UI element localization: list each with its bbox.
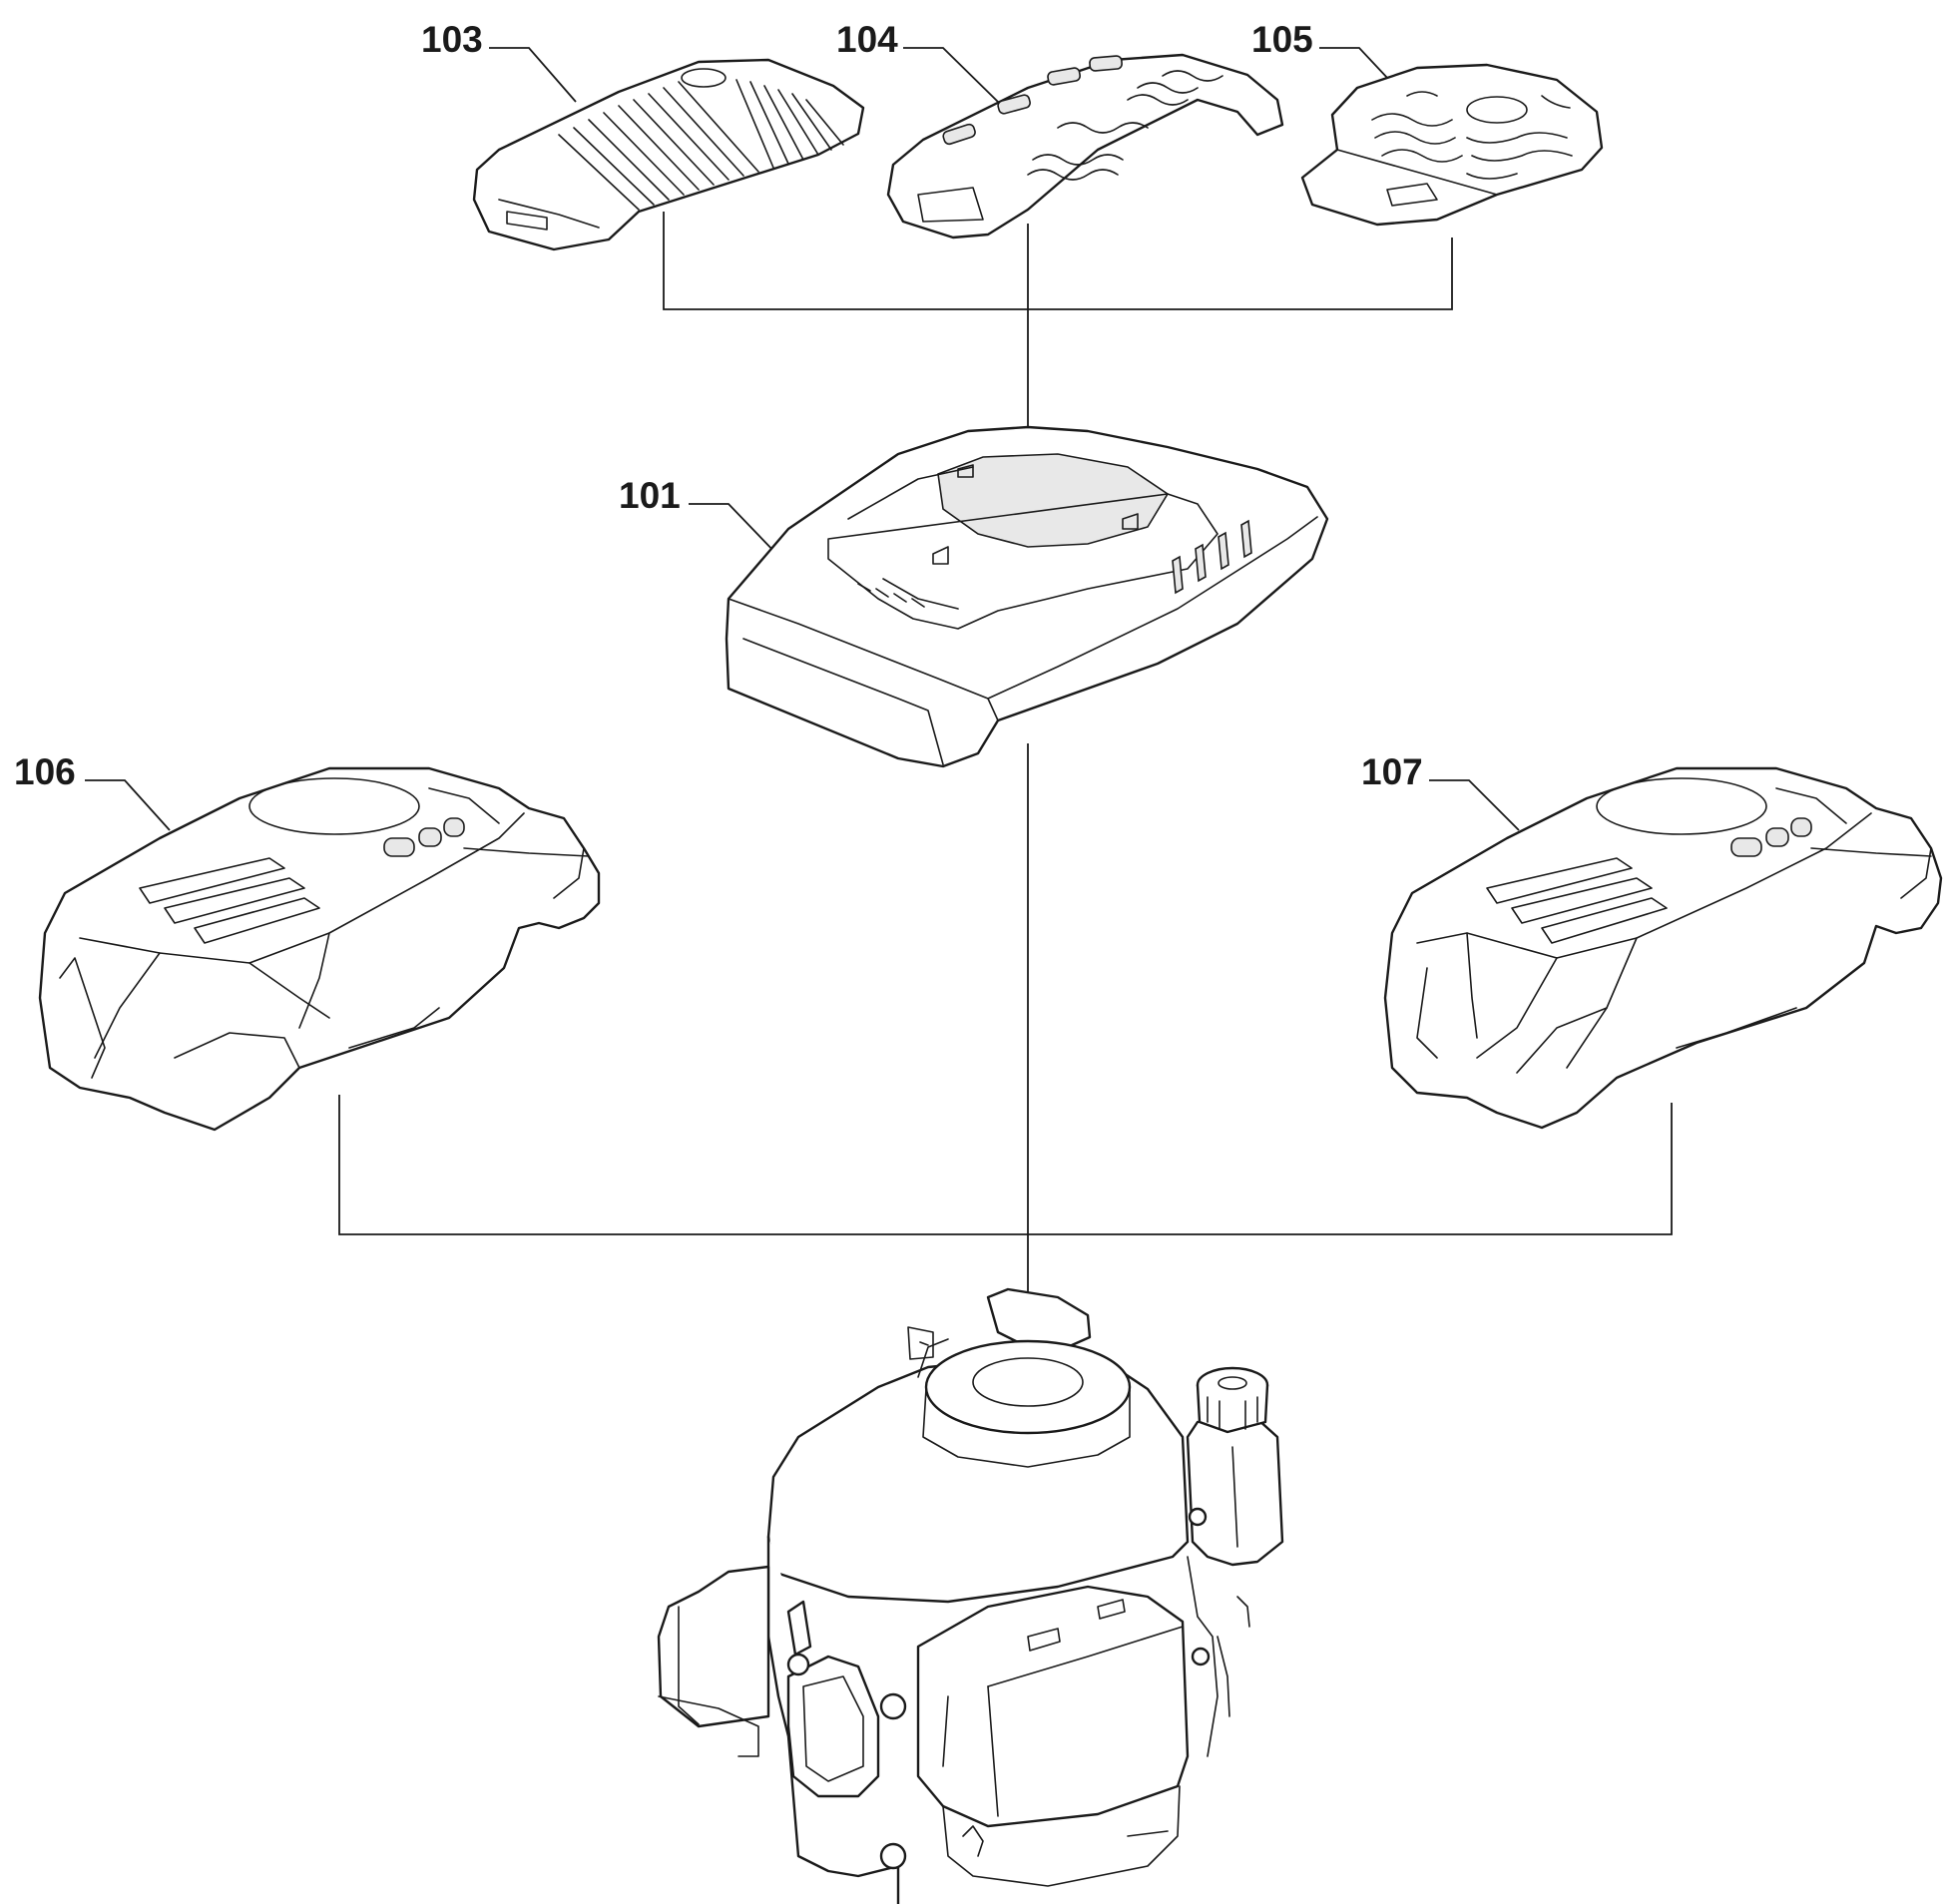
engine-top-cap [924, 1339, 1132, 1435]
part-106-side-cover [38, 766, 601, 1132]
leader-107 [1429, 779, 1520, 831]
engine-assembly [657, 1287, 1284, 1904]
cover-103-ribs [558, 79, 844, 211]
engine-muffler [657, 1565, 770, 1728]
part-101-main-shroud [725, 425, 1329, 768]
cover-107-vents [1486, 817, 1812, 944]
part-105-round-top-cover [1300, 63, 1604, 227]
side-covers-bracket [338, 1095, 1673, 1235]
leader-104 [903, 47, 999, 103]
callout-101: 101 [619, 475, 681, 516]
shroud-101-front-vents [857, 583, 925, 608]
connector-lines [338, 212, 1673, 1382]
cover-104-wave-pattern [1027, 70, 1223, 181]
callout-106: 106 [14, 751, 76, 792]
engine-starter-handle [986, 1287, 1092, 1351]
shroud-101-side-vents [1172, 519, 1252, 595]
part-103-ribbed-top-cover [472, 58, 865, 251]
part-107-side-cover [1383, 766, 1943, 1130]
leader-101 [689, 503, 779, 557]
callout-107: 107 [1361, 751, 1423, 792]
engine-carburetor [786, 1655, 880, 1798]
leader-105 [1319, 47, 1390, 81]
cover-105-pattern [1371, 91, 1573, 180]
engine-air-filter-box [916, 1585, 1190, 1828]
callout-105: 105 [1251, 19, 1313, 60]
leader-106 [85, 779, 171, 831]
callout-labels: 103 104 105 101 106 107 [14, 19, 1423, 792]
leader-103 [489, 47, 577, 103]
leader-lines [85, 47, 1520, 831]
part-104-wavy-top-cover [886, 53, 1284, 239]
top-covers-bracket [663, 212, 1453, 310]
callout-104: 104 [836, 19, 898, 60]
cover-104-vent-tabs [942, 55, 1123, 146]
callout-103: 103 [421, 19, 483, 60]
cover-106-vents [139, 817, 465, 944]
